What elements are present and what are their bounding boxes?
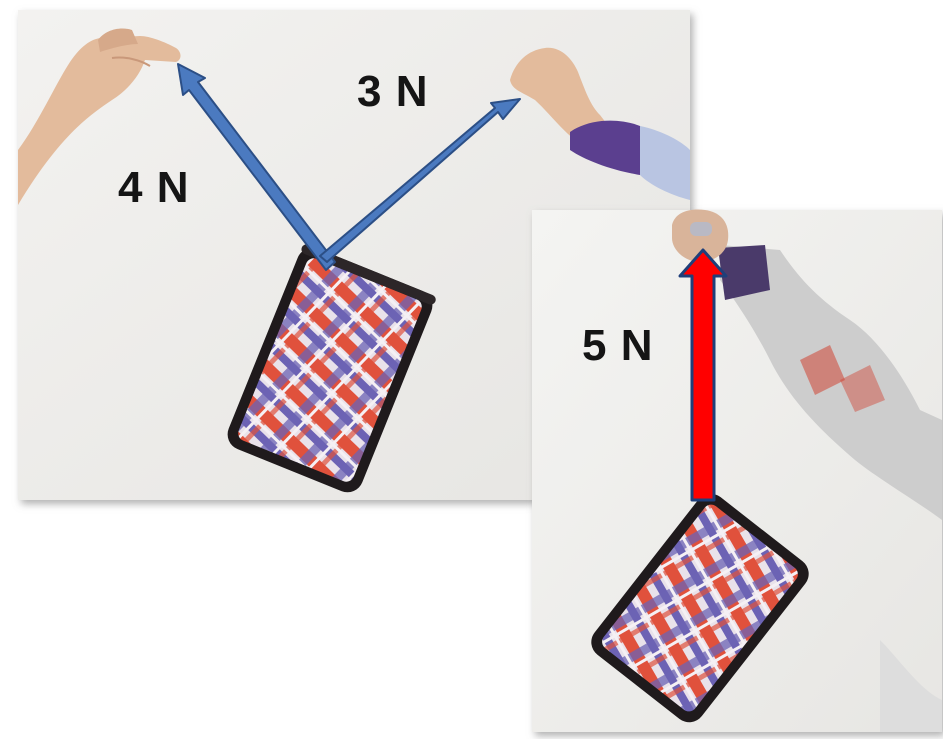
force-label-4n: 4 N	[118, 163, 189, 212]
force-label-5n: 5 N	[582, 321, 653, 370]
force-label-3n: 3 N	[357, 67, 428, 116]
photo-single-force: 5 N	[532, 210, 942, 732]
